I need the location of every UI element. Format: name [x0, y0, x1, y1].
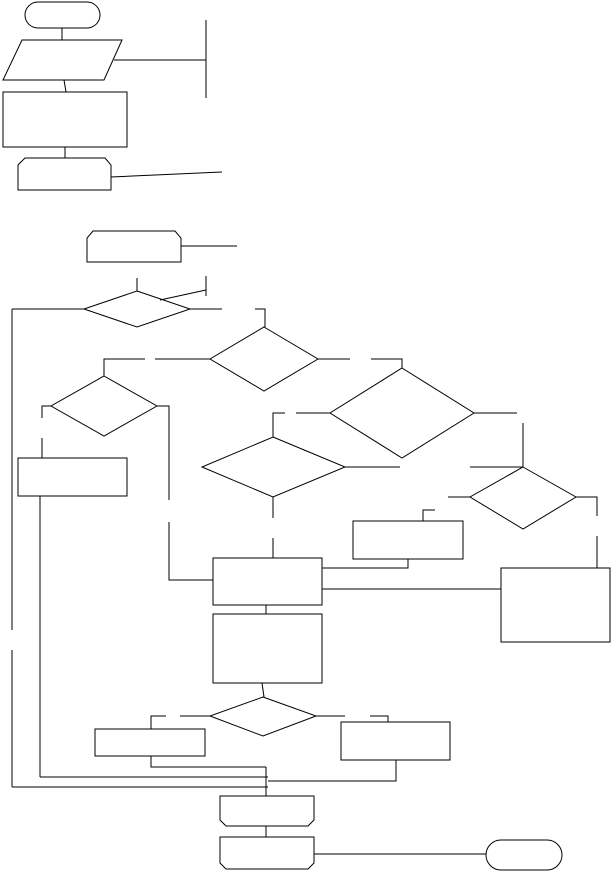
- connector: [322, 559, 409, 569]
- input-parallelogram: [2, 39, 123, 81]
- process-box: [2, 91, 128, 148]
- start-terminal: [24, 1, 101, 29]
- connector: [168, 522, 213, 581]
- display-shape-3: [219, 795, 315, 827]
- process-box-central: [212, 557, 323, 606]
- connector: [150, 756, 266, 768]
- connector: [422, 509, 435, 521]
- decision-diamond-6: [469, 466, 577, 530]
- process-box-left: [17, 457, 128, 497]
- connector: [150, 715, 166, 729]
- process-box-central-2: [212, 613, 323, 684]
- decision-diamond-5: [200, 436, 347, 498]
- annotation-line: [110, 171, 223, 178]
- process-box-far-right: [500, 567, 611, 643]
- connector: [103, 358, 145, 376]
- decision-diamond-4: [329, 367, 475, 459]
- connector: [157, 405, 170, 500]
- display-shape-4: [219, 836, 315, 870]
- decision-diamond-3: [49, 375, 159, 437]
- connector: [370, 715, 389, 722]
- connector: [41, 405, 51, 418]
- process-box-mid-right: [352, 520, 464, 560]
- connector: [371, 358, 403, 368]
- connector: [576, 496, 598, 516]
- connector: [268, 760, 397, 782]
- end-terminal: [485, 839, 563, 871]
- connector: [63, 79, 67, 93]
- decision-diamond-7: [208, 696, 318, 737]
- decision-diamond-1: [82, 290, 192, 328]
- process-box-bottom-left: [94, 728, 206, 757]
- connector: [272, 412, 285, 437]
- process-box-bottom-right: [340, 721, 451, 761]
- connector: [255, 308, 266, 327]
- connector: [261, 682, 265, 698]
- display-shape: [17, 157, 112, 191]
- decision-diamond-2: [209, 326, 319, 392]
- display-shape-2: [86, 230, 182, 263]
- annotation-line: [159, 289, 207, 301]
